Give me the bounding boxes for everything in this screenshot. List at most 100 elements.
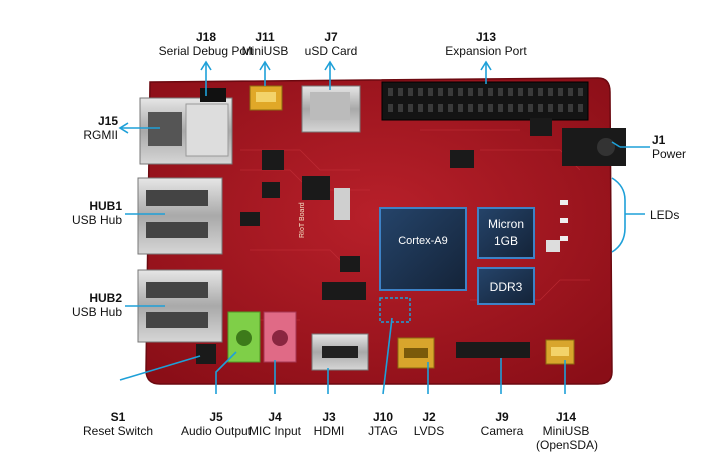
header-pin: [528, 88, 533, 96]
label-hub1-id: HUB1: [89, 199, 122, 213]
header-pin: [428, 88, 433, 96]
header-pin: [498, 88, 503, 96]
ethernet-jack-j15: [139, 97, 233, 165]
header-pin: [398, 88, 403, 96]
label-s1: S1 Reset Switch: [76, 410, 160, 438]
label-j14-name: MiniUSB: [542, 424, 590, 438]
label-j5-name: Audio Output: [180, 424, 252, 438]
leds: [560, 200, 568, 241]
header-pin: [578, 104, 583, 112]
cpu-label: Cortex-A9: [398, 235, 448, 247]
label-j13-id: J13: [475, 30, 497, 44]
label-hub2-id: HUB2: [89, 291, 122, 305]
label-j7: J7 uSD Card: [296, 30, 366, 58]
label-j9-name: Camera: [480, 424, 524, 438]
label-j13: J13 Expansion Port: [428, 30, 544, 58]
label-j15-id: J15: [97, 114, 118, 128]
header-pin: [548, 88, 553, 96]
label-j14-id: J14: [555, 410, 577, 424]
label-j10-id: J10: [372, 410, 394, 424]
header-pin: [428, 104, 433, 112]
label-j11: J11 MiniUSB: [228, 30, 302, 58]
label-j15-name: RGMII: [83, 128, 118, 142]
header-pin: [418, 88, 423, 96]
label-j3-id: J3: [322, 410, 336, 424]
label-j4-name: MIC Input: [248, 424, 302, 438]
expansion-header-j13: [381, 81, 589, 121]
label-leds-name: LEDs: [650, 208, 680, 222]
label-j14: J14 MiniUSB (OpenSDA): [536, 410, 599, 452]
hdmi-port-j3: [311, 333, 369, 371]
memory-chip-top: Micron 1GB: [477, 207, 535, 259]
header-pin: [438, 104, 443, 112]
label-hub2: HUB2 USB Hub: [54, 291, 122, 319]
header-pin: [558, 88, 563, 96]
label-j2-name: LVDS: [413, 424, 445, 438]
label-j4-id: J4: [268, 410, 282, 424]
header-pin: [388, 88, 393, 96]
label-j5-id: J5: [209, 410, 223, 424]
label-leds: LEDs: [650, 208, 700, 222]
label-j10-name: JTAG: [368, 424, 398, 438]
board-logo: RIoT Board: [299, 202, 306, 238]
label-j18-id: J18: [195, 30, 217, 44]
header-pin: [448, 88, 453, 96]
cpu-chip: Cortex-A9: [379, 207, 467, 291]
header-pin: [458, 88, 463, 96]
label-j3-name: HDMI: [313, 424, 345, 438]
passive-components: [240, 118, 560, 300]
reset-switch-s1: [196, 344, 216, 364]
usb-stack-hub1: [137, 177, 223, 255]
label-j1-name: Power: [652, 147, 687, 161]
label-j9: J9 Camera: [474, 410, 530, 438]
label-j13-name: Expansion Port: [445, 44, 527, 58]
label-hub1: HUB1 USB Hub: [54, 199, 122, 227]
header-pin: [418, 104, 423, 112]
header-pin: [528, 104, 533, 112]
callout-lines: [118, 60, 650, 395]
header-pin: [448, 104, 453, 112]
header-pin: [458, 104, 463, 112]
header-pin: [498, 104, 503, 112]
header-pin: [478, 88, 483, 96]
header-pin: [478, 104, 483, 112]
label-j7-name: uSD Card: [304, 44, 358, 58]
label-j14-name2: (OpenSDA): [536, 438, 599, 452]
label-hub2-name: USB Hub: [71, 305, 122, 319]
camera-connector-j9: [456, 342, 530, 358]
header-pin: [538, 88, 543, 96]
mic-jack-j4: [263, 311, 297, 363]
label-s1-name: Reset Switch: [82, 424, 154, 438]
label-j15: J15 RGMII: [60, 114, 118, 142]
label-j7-id: J7: [324, 30, 338, 44]
header-pin: [388, 104, 393, 112]
header-pin: [438, 88, 443, 96]
header-pin: [468, 104, 473, 112]
header-pin: [408, 88, 413, 96]
header-pin: [488, 104, 493, 112]
label-j1: J1 Power: [652, 133, 712, 161]
label-j18: J18 Serial Debug Port: [112, 30, 300, 58]
header-pin: [568, 88, 573, 96]
header-pin: [518, 88, 523, 96]
header-pin: [548, 104, 553, 112]
usd-slot-j7: [301, 85, 361, 133]
header-pin: [538, 104, 543, 112]
label-j11-id: J11: [255, 30, 275, 44]
memory-type: DDR3: [490, 280, 523, 294]
label-j18-name: Serial Debug Port: [158, 44, 254, 58]
header-pin: [488, 88, 493, 96]
label-j2-id: J2: [422, 410, 436, 424]
label-j2: J2 LVDS: [408, 410, 450, 438]
memory-brand: Micron: [488, 217, 524, 231]
label-s1-id: S1: [110, 410, 126, 424]
memory-size: 1GB: [494, 234, 518, 248]
label-j1-id: J1: [652, 133, 666, 147]
miniusb-j14: [545, 339, 575, 365]
label-j10: J10 JTAG: [362, 410, 404, 438]
miniusb-j11: [249, 85, 283, 111]
label-j9-id: J9: [495, 410, 509, 424]
label-j4: J4 MIC Input: [244, 410, 306, 438]
header-pin: [568, 104, 573, 112]
